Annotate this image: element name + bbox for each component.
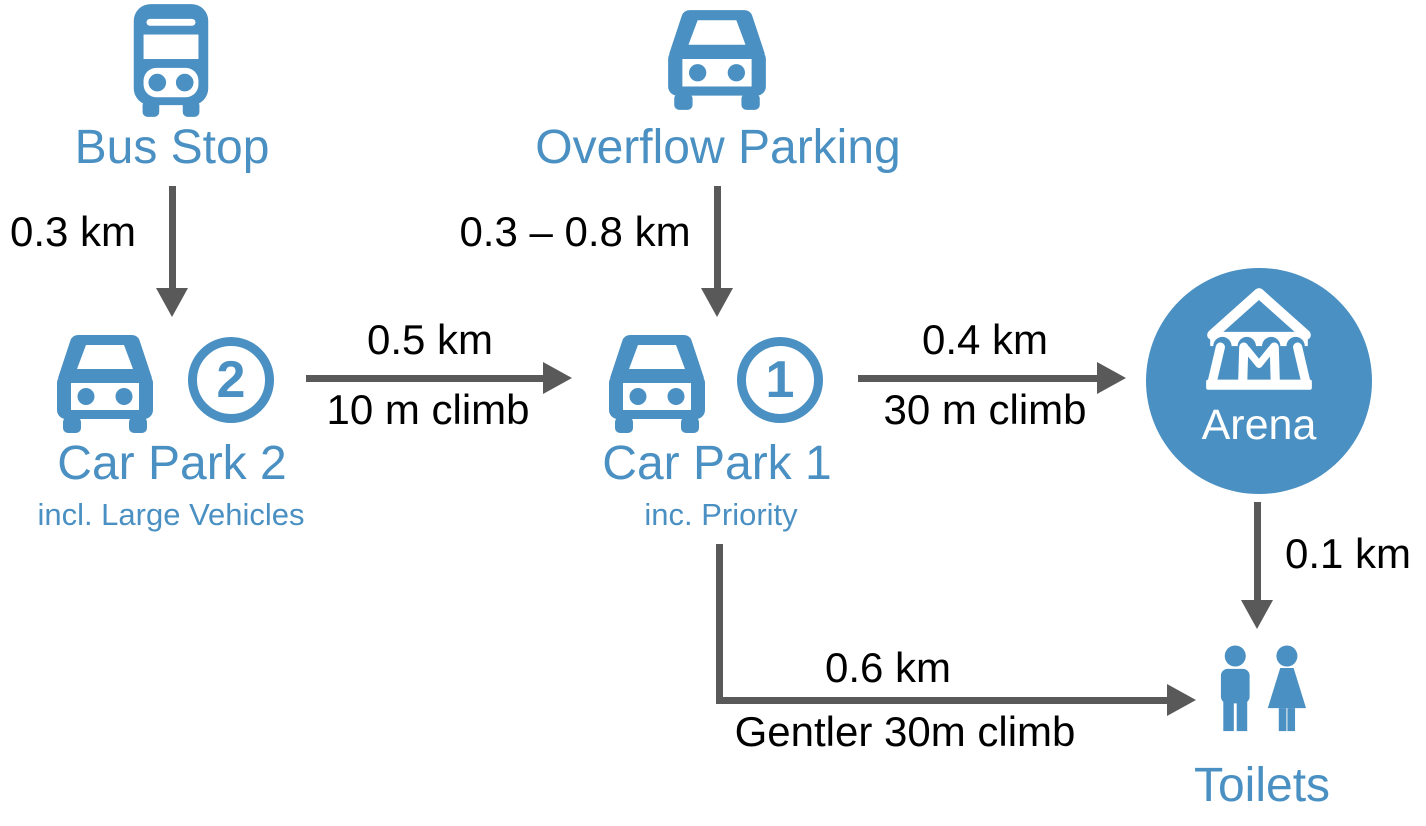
arrowhead-right-icon: [1167, 684, 1196, 716]
carpark1-label: Car Park 1: [602, 437, 832, 490]
climb-carpark1-to-arena: 30 m climb: [883, 386, 1087, 433]
carpark1-sublabel: inc. Priority: [644, 497, 798, 532]
bus-stop-label: Bus Stop: [74, 121, 270, 174]
arrow-carpark2-to-carpark1: [306, 375, 544, 382]
overflow-parking-label: Overflow Parking: [535, 121, 901, 174]
climb-carpark1-to-toilets: Gentler 30m climb: [734, 708, 1076, 755]
bus-icon: [122, 4, 220, 117]
arrow-arena-to-toilets: [1254, 502, 1261, 600]
distance-arena-to-toilets: 0.1 km: [1285, 530, 1412, 577]
distance-carpark2-to-carpark1: 0.5 km: [366, 316, 494, 363]
arrow-carpark1-to-toilets-horizontal: [716, 697, 1168, 704]
carpark1-number-badge: 1: [737, 337, 823, 423]
distance-overflow-to-carpark1: 0.3 – 0.8 km: [459, 208, 691, 255]
arrowhead-right-icon: [1097, 362, 1126, 394]
carpark2-sublabel: incl. Large Vehicles: [37, 497, 305, 532]
carpark2-label: Car Park 2: [57, 437, 287, 490]
carpark2-number-badge: 2: [188, 337, 274, 423]
car-icon: [50, 333, 160, 433]
arrowhead-right-icon: [543, 362, 572, 394]
distance-bus-to-carpark2: 0.3 km: [10, 208, 137, 255]
arrowhead-down-icon: [1241, 600, 1273, 629]
arrow-bus-to-carpark2: [169, 186, 176, 288]
climb-carpark2-to-carpark1: 10 m climb: [326, 386, 530, 433]
arrow-carpark1-to-toilets-vertical: [716, 544, 723, 704]
arrowhead-down-icon: [701, 288, 733, 317]
arrow-overflow-to-carpark1: [714, 186, 721, 288]
arrowhead-down-icon: [156, 288, 188, 317]
toilets-label: Toilets: [1193, 759, 1331, 812]
distance-carpark1-to-arena: 0.4 km: [921, 316, 1049, 363]
node-arena: Arena: [1146, 268, 1372, 494]
arrow-carpark1-to-arena: [858, 375, 1098, 382]
car-icon: [602, 333, 712, 433]
distance-carpark1-to-toilets: 0.6 km: [824, 644, 952, 691]
arena-label: Arena: [1201, 401, 1317, 449]
circus-tent-icon: [1198, 284, 1320, 398]
restroom-icon: [1215, 645, 1311, 755]
car-icon: [661, 8, 773, 110]
